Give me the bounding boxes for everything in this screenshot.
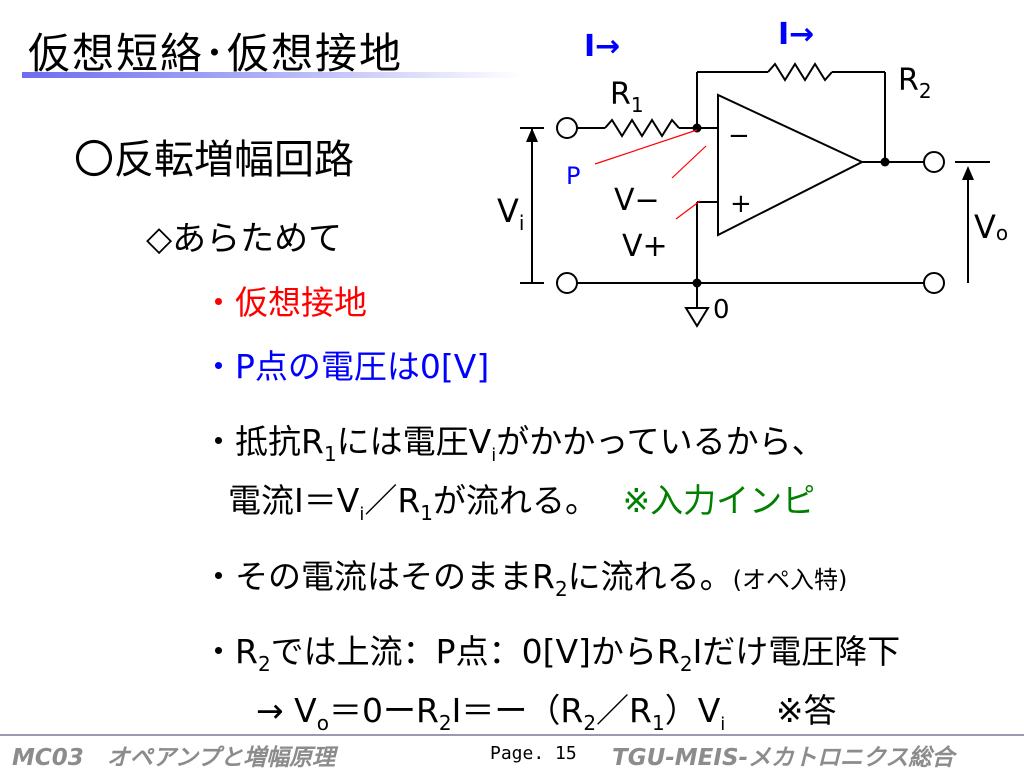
output-terminal-bottom (923, 272, 945, 294)
subscript: o (316, 711, 329, 735)
vo-letter: V (974, 208, 996, 246)
current-fb-label: I→ (778, 17, 814, 52)
bullet-text: に流れる。 (567, 557, 733, 596)
node-ground-dot (692, 278, 702, 288)
bullet-current: 電流I＝Vi／R1が流れる。 ※入力インピ (228, 474, 815, 525)
vo-arrow-head (962, 166, 974, 180)
bullet-text: ／R (364, 481, 421, 520)
bullet-text: がかかっているから、 (496, 422, 825, 461)
vi-letter: V (497, 192, 519, 230)
vo-label: Vo (974, 208, 1008, 246)
current-in-label: I→ (584, 29, 620, 64)
subscript: i (359, 504, 365, 525)
pointer-vminus (671, 145, 707, 179)
bullet-text: ）V (664, 691, 721, 730)
ground-label: 0 (713, 295, 730, 325)
node-output-dot (880, 157, 890, 167)
bullet-virtual-ground: ・仮想接地 (202, 283, 367, 322)
vi-subscript: i (519, 211, 525, 235)
bullet-text: には電圧V (336, 422, 492, 461)
subscript: 2 (679, 652, 693, 676)
page-title: 仮想短絡･仮想接地 (28, 29, 404, 78)
vo-subscript: o (996, 221, 1008, 245)
opamp-triangle (717, 93, 865, 237)
bullet-text: が流れる。 (433, 481, 598, 520)
subscript: 2 (583, 711, 597, 735)
p-label: P (566, 162, 580, 190)
resistor-r1 (604, 118, 680, 138)
vi-arrow-head (526, 128, 538, 142)
vminus-label: V− (614, 183, 660, 218)
bullet-text: ・R (202, 632, 258, 671)
output-terminal-top (923, 151, 945, 173)
subscript: 1 (323, 442, 337, 466)
bullet-text: → V (256, 691, 317, 730)
r2-subscript: 2 (919, 79, 932, 103)
bullet-text: Iだけ電圧降下 (692, 632, 901, 671)
subscript: i (720, 714, 726, 735)
section-heading: 〇反転増幅回路 (74, 137, 354, 183)
title-underline (22, 72, 522, 78)
bullet-r1-voltage: ・抵抗R1には電圧Viがかかっているから、 (202, 415, 825, 466)
input-terminal-top (556, 117, 578, 139)
note-opamp-char: (オペ入特) (732, 566, 848, 594)
bullet-text: 電流I＝V (228, 481, 360, 520)
bullet-p-voltage: ・P点の電圧は0[V] (202, 347, 490, 386)
opamp-minus-sign: − (728, 121, 750, 151)
r2-letter: R (898, 63, 919, 98)
vi-label: Vi (497, 192, 524, 235)
bullet-voltage-drop: ・R2では上流：P点：0[V]からR2Iだけ電圧降下 (202, 625, 900, 676)
subscript: 2 (438, 711, 452, 735)
resistor-r2 (767, 62, 833, 82)
opamp-plus-sign: + (730, 189, 752, 219)
subscript: 1 (651, 711, 665, 735)
footer-course: MC03 オペアンプと増幅原理 (12, 745, 336, 771)
subscript: 2 (554, 577, 568, 601)
r1-subscript: 1 (631, 93, 644, 117)
footer-department: TGU-MEIS-メカトロニクス総合 (612, 745, 955, 771)
subscript: 2 (257, 652, 271, 676)
bullet-r2-current: ・その電流はそのままR2に流れる。(オペ入特) (202, 550, 847, 601)
note-input-impedance: ※入力インピ (622, 481, 816, 520)
input-terminal-bottom (556, 272, 578, 294)
pointer-vplus (675, 200, 701, 220)
vplus-label: V+ (622, 229, 668, 264)
note-answer: ※答 (775, 691, 837, 730)
pointer-p (594, 129, 698, 165)
bullet-text: ・その電流はそのままR (202, 557, 555, 596)
footer-page-number: Page. 15 (490, 743, 577, 764)
bullet-text: ・抵抗R (202, 422, 324, 461)
bullet-answer: → Vo＝0ーR2I＝ー（R2／R1）Vi ※答 (256, 684, 836, 735)
footer-rule (0, 734, 1024, 736)
subscript: 1 (420, 501, 433, 525)
bullet-text: ／R (596, 691, 652, 730)
r1-label: R1 (610, 77, 644, 117)
bullet-text: I＝ー（R (451, 691, 584, 730)
r2-label: R2 (898, 63, 932, 103)
subscript: i (491, 445, 497, 466)
bullet-text: ＝0ーR (328, 691, 439, 730)
ground-symbol (684, 307, 710, 328)
r1-letter: R (610, 77, 631, 112)
subheading: ◇あらためて (146, 219, 343, 259)
bullet-text: では上流：P点：0[V]からR (270, 632, 680, 671)
